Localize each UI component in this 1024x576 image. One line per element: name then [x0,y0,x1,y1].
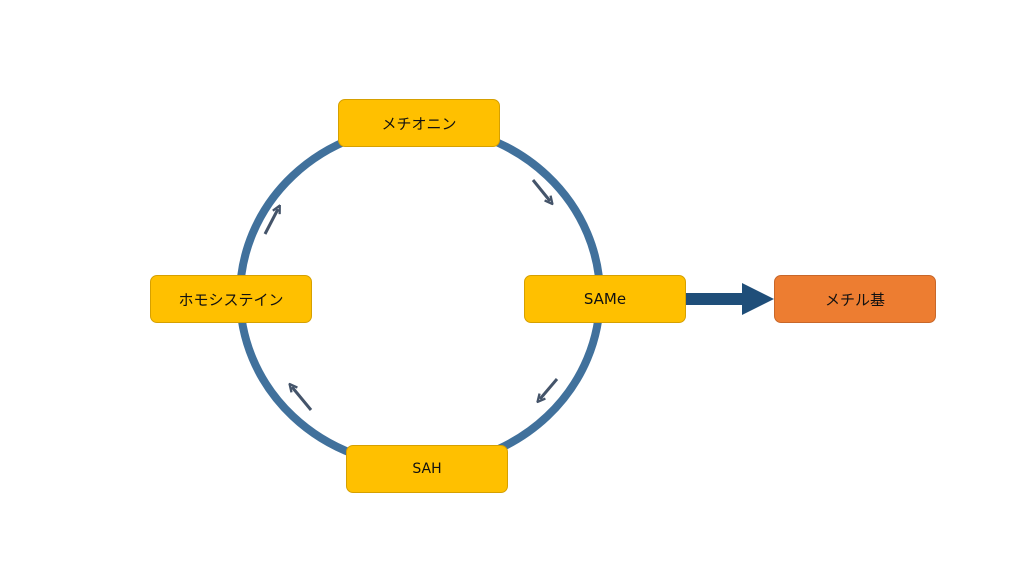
node-same: SAMe [524,275,686,323]
node-homocysteine: ホモシステイン [150,275,312,323]
node-label: ホモシステイン [178,290,284,309]
node-label: メチル基 [824,290,885,309]
node-label: メチオニン [381,114,457,133]
arrow-sah-to-homocysteine [292,387,313,411]
node-label: SAMe [583,290,627,308]
node-label: SAH [412,461,442,477]
node-sah: SAH [346,445,508,493]
arrow-same-to-sah [540,378,559,399]
arrow-same-to-methyl [686,283,774,315]
arrow-homocysteine-to-methionine [263,209,278,235]
node-methyl-group: メチル基 [774,275,936,323]
arrow-methionine-to-same [531,179,550,201]
node-methionine: メチオニン [338,99,500,147]
